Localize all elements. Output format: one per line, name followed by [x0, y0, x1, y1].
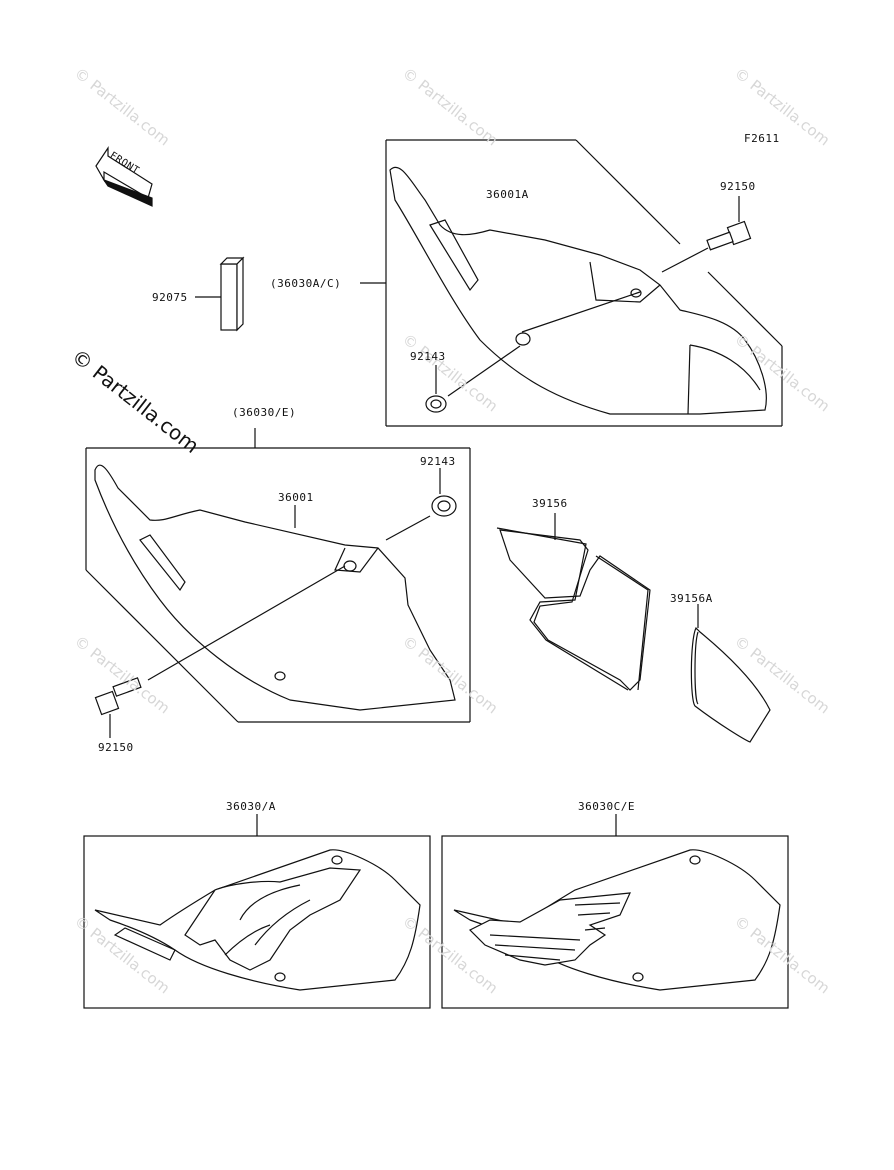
assembly-box-36030AC — [385, 139, 783, 427]
part-label-36030A[interactable]: 36030/A — [226, 800, 276, 813]
strip-92075 — [195, 256, 245, 332]
assembly-box-36030E — [85, 428, 471, 723]
part-label-92143-mid[interactable]: 92143 — [420, 455, 456, 468]
part-label-39156[interactable]: 39156 — [532, 497, 568, 510]
decal-39156 — [496, 513, 651, 691]
grommet-92143-mid — [385, 468, 457, 541]
part-label-92150-bottom[interactable]: 92150 — [98, 741, 134, 754]
assembly-box-36030A — [83, 814, 431, 1009]
part-label-92143-top[interactable]: 92143 — [410, 350, 446, 363]
decal-39156A — [690, 604, 771, 743]
grommet-92143-top — [425, 345, 521, 413]
part-label-36030AC[interactable]: (36030A/C) — [270, 277, 342, 290]
side-cover-36001 — [94, 464, 456, 711]
side-cover-36001A — [389, 166, 767, 415]
bolt-92150-top — [661, 196, 752, 273]
part-label-92150-top[interactable]: 92150 — [720, 180, 756, 193]
part-label-36030E[interactable]: (36030/E) — [232, 406, 297, 419]
part-label-36030CE[interactable]: 36030C/E — [578, 800, 635, 813]
front-arrow-icon — [95, 146, 153, 207]
figure-code: F2611 — [744, 132, 780, 145]
part-label-36001[interactable]: 36001 — [278, 491, 314, 504]
bolt-92150-bottom — [94, 565, 346, 738]
part-label-92075[interactable]: 92075 — [152, 291, 188, 304]
assembly-box-36030CE — [441, 814, 789, 1009]
part-label-39156A[interactable]: 39156A — [670, 592, 713, 605]
part-label-36001A[interactable]: 36001A — [486, 188, 529, 201]
